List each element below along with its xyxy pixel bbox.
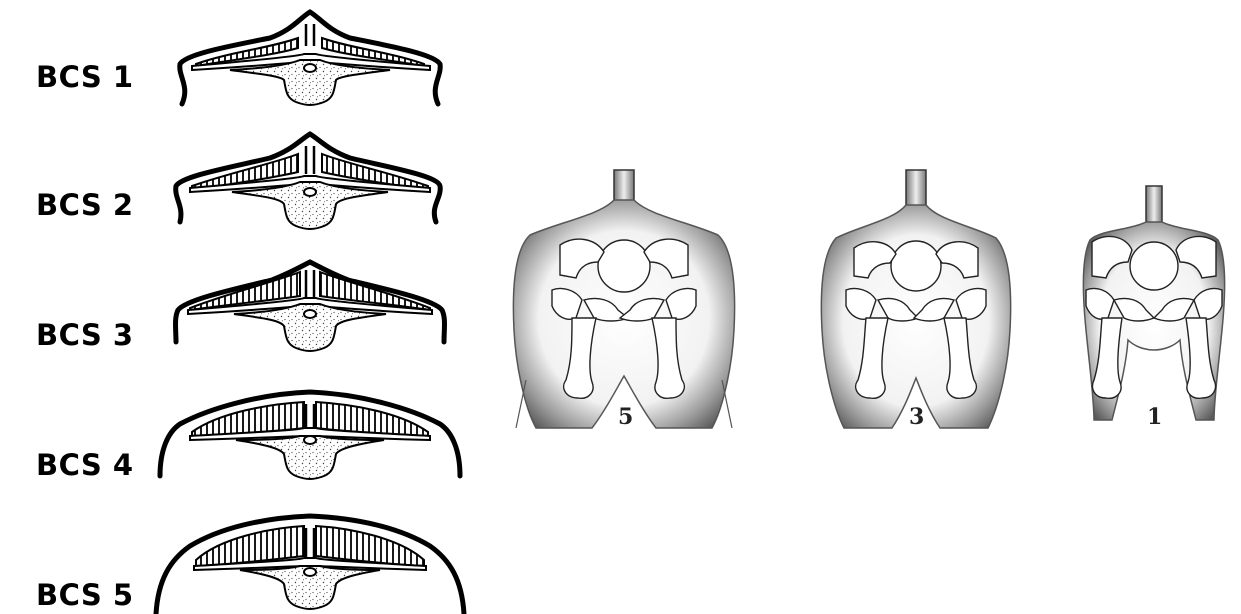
- rear-view-bcs-3: [821, 170, 1010, 428]
- bcs-4-label: BCS 4: [36, 448, 134, 482]
- bcs-1-cross-section: [180, 12, 440, 105]
- bcs-1-label: BCS 1: [36, 60, 134, 94]
- rear-view-label-3: 3: [909, 404, 924, 430]
- bcs-3-cross-section: [176, 262, 445, 351]
- bcs-2-cross-section: [176, 134, 440, 229]
- rear-view-label-5: 5: [618, 404, 633, 430]
- bcs-4-cross-section: [160, 392, 460, 479]
- bcs-5-cross-section: [156, 516, 464, 614]
- bcs-5-label: BCS 5: [36, 578, 134, 612]
- bcs-3-label: BCS 3: [36, 318, 134, 352]
- rear-view-bcs-5: [513, 170, 734, 428]
- rear-view-label-1: 1: [1147, 404, 1162, 430]
- rear-view-bcs-1: [1083, 186, 1224, 420]
- bcs-2-label: BCS 2: [36, 188, 134, 222]
